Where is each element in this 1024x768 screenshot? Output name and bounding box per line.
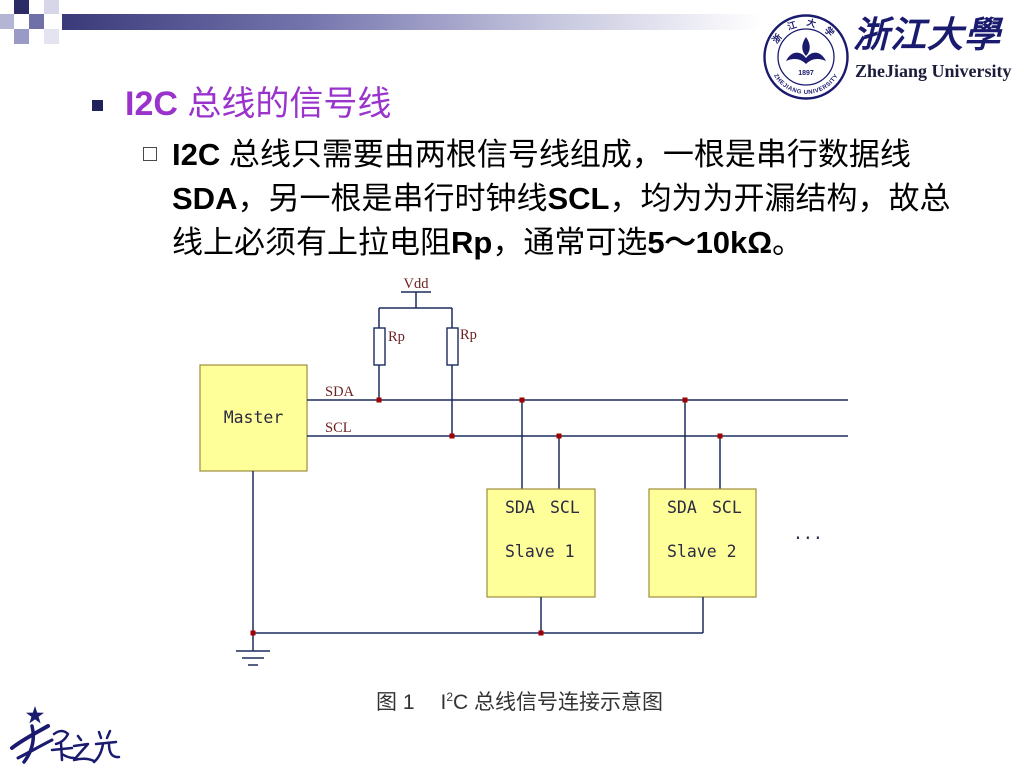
caption-suffix: C 总线信号连接示意图	[453, 691, 664, 714]
heading-term-i2c: I2C	[125, 85, 178, 123]
figure-caption: 图 1 I2C 总线信号连接示意图	[376, 691, 663, 715]
more-devices-ellipsis: ...	[793, 524, 823, 543]
deco-square	[29, 14, 44, 29]
deco-square	[44, 0, 59, 14]
logo-stroke	[16, 738, 54, 760]
paragraph-line-2: SDA，另一根是串行时钟线SCL，均为为开漏结构，故总	[172, 177, 950, 221]
junction-dot	[556, 433, 562, 439]
master-label: Master	[224, 408, 284, 427]
heading-rest: 总线的信号线	[177, 85, 392, 123]
term-resistance-range: 5～10kΩ	[647, 225, 773, 260]
caption-number: 图 1	[376, 691, 415, 714]
junction-dot	[682, 397, 688, 403]
zju-seal-icon: 浙江大学 ZHEJIANG UNIVERSITY 1897	[763, 14, 849, 100]
vdd-label: Vdd	[404, 276, 430, 292]
paragraph-line-3: 线上必须有上拉电阻Rp，通常可选5～10kΩ。	[172, 221, 950, 265]
text-segment: ，通常可选	[492, 225, 648, 260]
logo-stroke	[10, 724, 50, 750]
resistor-right-label: Rp	[460, 327, 477, 343]
resistor-left-label: Rp	[388, 329, 405, 345]
logo-stroke	[50, 741, 76, 762]
text-segment: 。	[772, 225, 804, 260]
slave-1-box	[486, 488, 596, 598]
seal-wings-emblem	[786, 52, 826, 64]
sda-bus-label: SDA	[325, 384, 355, 400]
master-box	[199, 364, 308, 472]
term-sda: SDA	[172, 181, 238, 216]
university-english-name: ZheJiang University	[855, 61, 1012, 81]
slave-1-scl-pin: SCL	[550, 498, 580, 517]
text-segment: 线上必须有上拉电阻	[172, 225, 451, 260]
junction-dot	[376, 397, 382, 403]
deco-square	[44, 29, 59, 44]
junction-dot	[250, 630, 256, 636]
logo-stroke	[22, 724, 36, 764]
term-scl: SCL	[547, 181, 610, 216]
bullet-square-icon	[92, 100, 103, 111]
resistor-left	[373, 327, 386, 366]
deco-square	[14, 29, 29, 44]
deco-square	[14, 0, 29, 14]
seal-flame-emblem	[802, 37, 810, 56]
junction-dot	[519, 397, 525, 403]
seal-inner-ring	[777, 28, 835, 86]
slave-2-box	[648, 488, 757, 598]
i2c-bus-diagram: Vdd Rp Rp Master SDA SCL SDA SCL Slave 1…	[199, 276, 848, 666]
text-segment: 总线只需要由两根信号线组成，一根是串行数据线	[220, 137, 911, 172]
bullet-2-paragraph: I2C 总线只需要由两根信号线组成，一根是串行数据线 SDA，另一根是串行时钟线…	[172, 133, 950, 265]
bullet-hollow-square-icon	[143, 147, 157, 161]
slave-2-sda-pin: SDA	[667, 498, 697, 517]
logo-stroke	[92, 729, 121, 764]
junction-dot	[717, 433, 723, 439]
scl-bus-label: SCL	[325, 420, 352, 436]
logo-stroke	[72, 734, 96, 763]
resistor-right	[446, 327, 459, 366]
corner-squares-decoration	[0, 0, 59, 44]
slave-1-label: Slave 1	[505, 542, 575, 561]
deco-square	[0, 14, 14, 29]
text-segment: ，另一根是串行时钟线	[237, 181, 548, 216]
paragraph-line-1: I2C 总线只需要由两根信号线组成，一根是串行数据线	[172, 133, 950, 177]
calligraphy-logo-icon	[10, 706, 121, 764]
seal-outer-ring	[763, 14, 849, 100]
junction-dot	[538, 630, 544, 636]
term-rp: Rp	[451, 225, 493, 260]
logo-star-icon	[26, 706, 44, 724]
term-i2c: I2C	[172, 137, 221, 172]
university-calligraphy-name: 浙江大學	[853, 15, 1002, 55]
caption-superscript: 2	[446, 690, 454, 704]
junction-dot	[449, 433, 455, 439]
caption-prefix: I	[440, 691, 447, 714]
slave-1-sda-pin: SDA	[505, 498, 535, 517]
bullet-1-heading: I2C 总线的信号线	[125, 84, 391, 124]
slave-2-scl-pin: SCL	[712, 498, 742, 517]
text-segment: ，均为为开漏结构，故总	[609, 181, 951, 216]
header-gradient-bar	[62, 14, 762, 30]
seal-year: 1897	[798, 70, 814, 77]
slave-2-label: Slave 2	[667, 542, 737, 561]
